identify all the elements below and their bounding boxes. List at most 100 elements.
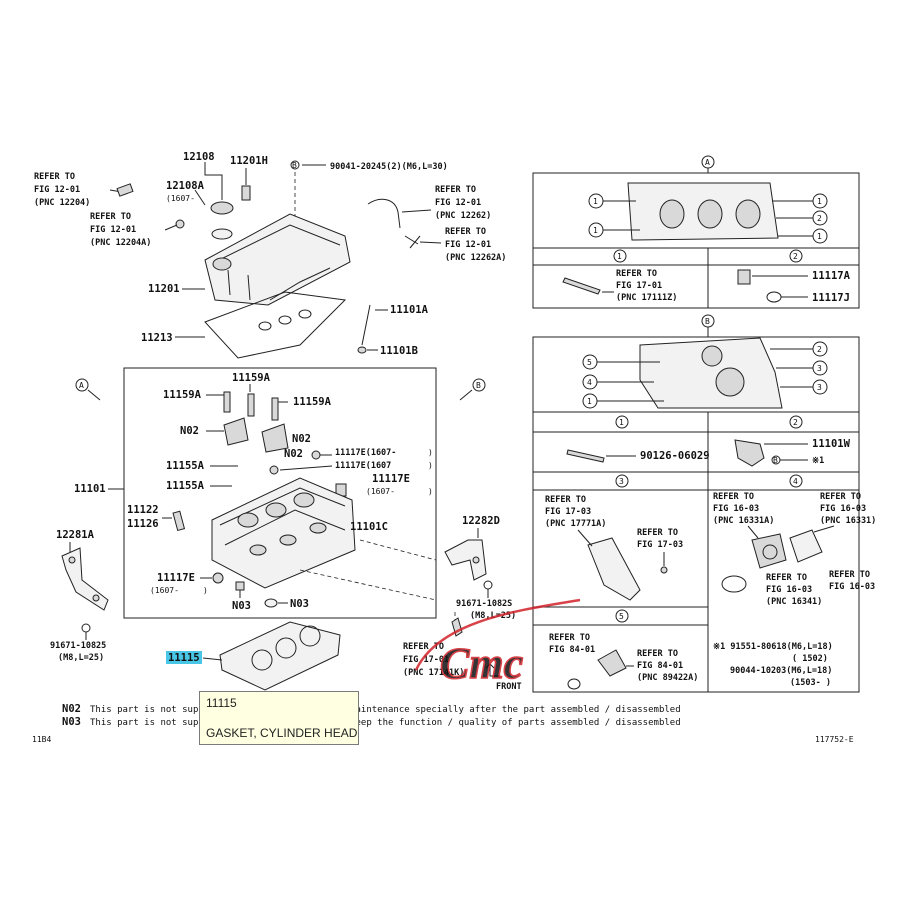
refer-12204[interactable]: REFER TO FIG 12-01 (PNC 12204) [34, 172, 90, 208]
svg-text:(M8,L=25): (M8,L=25) [470, 611, 516, 621]
n02-label-right-1[interactable]: N02 [292, 433, 311, 445]
engine-hanger-left-part [61, 547, 109, 611]
svg-text:N02: N02 [62, 703, 81, 715]
refer-17771a[interactable]: REFER TO FIG 17-03 (PNC 17771A) [545, 495, 606, 529]
svg-text:3: 3 [817, 383, 822, 392]
svg-text:FIG 17-01: FIG 17-01 [616, 281, 662, 291]
svg-text:(1607-: (1607- [150, 586, 179, 595]
part-11115-label[interactable]: 11115 [168, 652, 200, 664]
cylinder-head-group-frame [123, 367, 437, 619]
n03-label-left[interactable]: N03 [232, 600, 251, 612]
part-11101a-label[interactable]: 11101A [390, 304, 429, 316]
n02-label-left[interactable]: N02 [180, 425, 199, 437]
part-12108-label[interactable]: 12108 [183, 151, 215, 163]
callout-a-circle[interactable] [75, 378, 89, 392]
heat-insulator-part [587, 537, 641, 601]
refer-12262[interactable]: REFER TO FIG 12-01 (PNC 12262) [435, 185, 491, 221]
svg-text:FIG 16-03: FIG 16-03 [820, 504, 866, 514]
callout-b-circle[interactable] [472, 378, 486, 392]
part-11101c-label[interactable]: 11101C [350, 521, 388, 533]
bolt-90041-label[interactable]: 90041-20245(2)(M6,L=30) [330, 162, 448, 172]
refer-17111z[interactable]: REFER TO FIG 17-01 (PNC 17111Z) [616, 269, 677, 303]
svg-text:FIG 12-01: FIG 12-01 [90, 225, 136, 235]
refer-16331[interactable]: REFER TO FIG 16-03 (PNC 16331) [820, 492, 876, 526]
svg-text:4: 4 [793, 477, 798, 486]
svg-text:(PNC 12262): (PNC 12262) [435, 211, 491, 221]
engine-hanger-right-part [444, 539, 487, 581]
cap-gasket-part [211, 228, 233, 240]
note-n02: N02 This part is not sup because it is n… [62, 703, 681, 715]
part-11126-label[interactable]: 11126 [127, 518, 159, 530]
part-12282d-label[interactable]: 12282D [462, 515, 500, 527]
svg-text:This part is not sup: This part is not sup because it is diffi… [90, 718, 681, 728]
part-11101-label[interactable]: 11101 [74, 483, 106, 495]
part-11159a-label-top[interactable]: 11159A [232, 372, 271, 384]
svg-text:REFER TO: REFER TO [445, 227, 486, 237]
part-11117j-label[interactable]: 11117J [812, 292, 850, 304]
n03-label-right[interactable]: N03 [290, 598, 309, 610]
svg-text:4: 4 [587, 378, 592, 387]
part-11155a-label-1[interactable]: 11155A [166, 460, 205, 472]
oil-filler-cap-part [210, 201, 234, 215]
svg-text:REFER TO: REFER TO [549, 633, 590, 643]
refer-89422a[interactable]: REFER TO FIG 84-01 (PNC 89422A) [637, 649, 698, 683]
svg-text:REFER TO: REFER TO [403, 642, 444, 652]
svg-text:(1607-: (1607- [166, 194, 195, 203]
svg-text:(PNC 12204): (PNC 12204) [34, 198, 90, 208]
part-11101b-label[interactable]: 11101B [380, 345, 418, 357]
refer-17141k[interactable]: REFER TO FIG 17-01 (PNC 17141K) [403, 642, 464, 678]
svg-text:※1 91551-80618(M6,L=18): ※1 91551-80618(M6,L=18) [713, 642, 833, 652]
svg-text:N03: N03 [62, 716, 81, 728]
svg-text:B: B [476, 381, 481, 390]
refer-17-03[interactable]: REFER TO FIG 17-03 [637, 528, 683, 550]
part-11117e-label-bottom[interactable]: 11117E [157, 572, 195, 584]
part-11213-label[interactable]: 11213 [141, 332, 173, 344]
refer-84-01[interactable]: REFER TO FIG 84-01 [549, 633, 595, 655]
part-11155a-label-2[interactable]: 11155A [166, 480, 205, 492]
detail-a-frame [532, 172, 860, 309]
part-11117e-label-3[interactable]: 11117E [372, 473, 410, 485]
svg-text:5: 5 [619, 612, 624, 621]
svg-text:): ) [428, 448, 433, 457]
part-11122-label[interactable]: 11122 [127, 504, 159, 516]
n02-label-right-2[interactable]: N02 [284, 448, 303, 460]
refer-12204a[interactable]: REFER TO FIG 12-01 (PNC 12204A) [90, 212, 151, 248]
part-12108a-label[interactable]: 12108A [166, 180, 205, 192]
svg-text:(PNC 89422A): (PNC 89422A) [637, 673, 698, 683]
svg-text:(1503- ): (1503- ) [790, 678, 831, 688]
refer-16331a[interactable]: REFER TO FIG 16-03 (PNC 16331A) [713, 492, 774, 526]
part-11101w-label[interactable]: 11101W [812, 438, 851, 450]
svg-text:1: 1 [593, 226, 598, 235]
svg-text:A: A [705, 158, 710, 167]
part-90126-06029-label[interactable]: 90126-06029 [640, 450, 710, 462]
svg-text:90044-10203(M6,L=18): 90044-10203(M6,L=18) [730, 666, 832, 676]
part-11201-label[interactable]: 11201 [148, 283, 180, 295]
refer-16341[interactable]: REFER TO FIG 16-03 (PNC 16341) [766, 573, 822, 607]
svg-text:FIG 12-01: FIG 12-01 [445, 240, 491, 250]
cylinder-head-cover-part [204, 213, 351, 306]
part-11117a-label[interactable]: 11117A [812, 270, 851, 282]
part-11117e-label-1[interactable]: 11117E(1607- [335, 448, 396, 458]
svg-text:2: 2 [793, 418, 798, 427]
part-11159a-label-left[interactable]: 11159A [163, 389, 202, 401]
part-12281a-label[interactable]: 12281A [56, 529, 95, 541]
part-11201h-label[interactable]: 11201H [230, 155, 268, 167]
refer-12262a[interactable]: REFER TO FIG 12-01 (PNC 12262A) [445, 227, 506, 263]
svg-text:): ) [203, 586, 208, 595]
stud-bolt-part [562, 277, 601, 295]
part-11117e-label-2[interactable]: 11117E(1607 [335, 461, 391, 471]
refer-16-03[interactable]: REFER TO FIG 16-03 [829, 570, 875, 592]
svg-text:1: 1 [587, 397, 592, 406]
part-11159a-label-right[interactable]: 11159A [293, 396, 332, 408]
bolt-91671-left-label[interactable]: 91671-10825 [50, 641, 106, 651]
svg-text:REFER TO: REFER TO [435, 185, 476, 195]
svg-text:REFER TO: REFER TO [637, 649, 678, 659]
tooltip-part-number: 11115 [206, 696, 237, 710]
svg-text:FIG 17-03: FIG 17-03 [637, 540, 683, 550]
part-11115-highlight[interactable] [166, 651, 202, 664]
svg-text:A: A [79, 381, 84, 390]
svg-text:(M8,L=25): (M8,L=25) [58, 653, 104, 663]
bolt-91671-right-label[interactable]: 91671-1082S [456, 599, 512, 609]
